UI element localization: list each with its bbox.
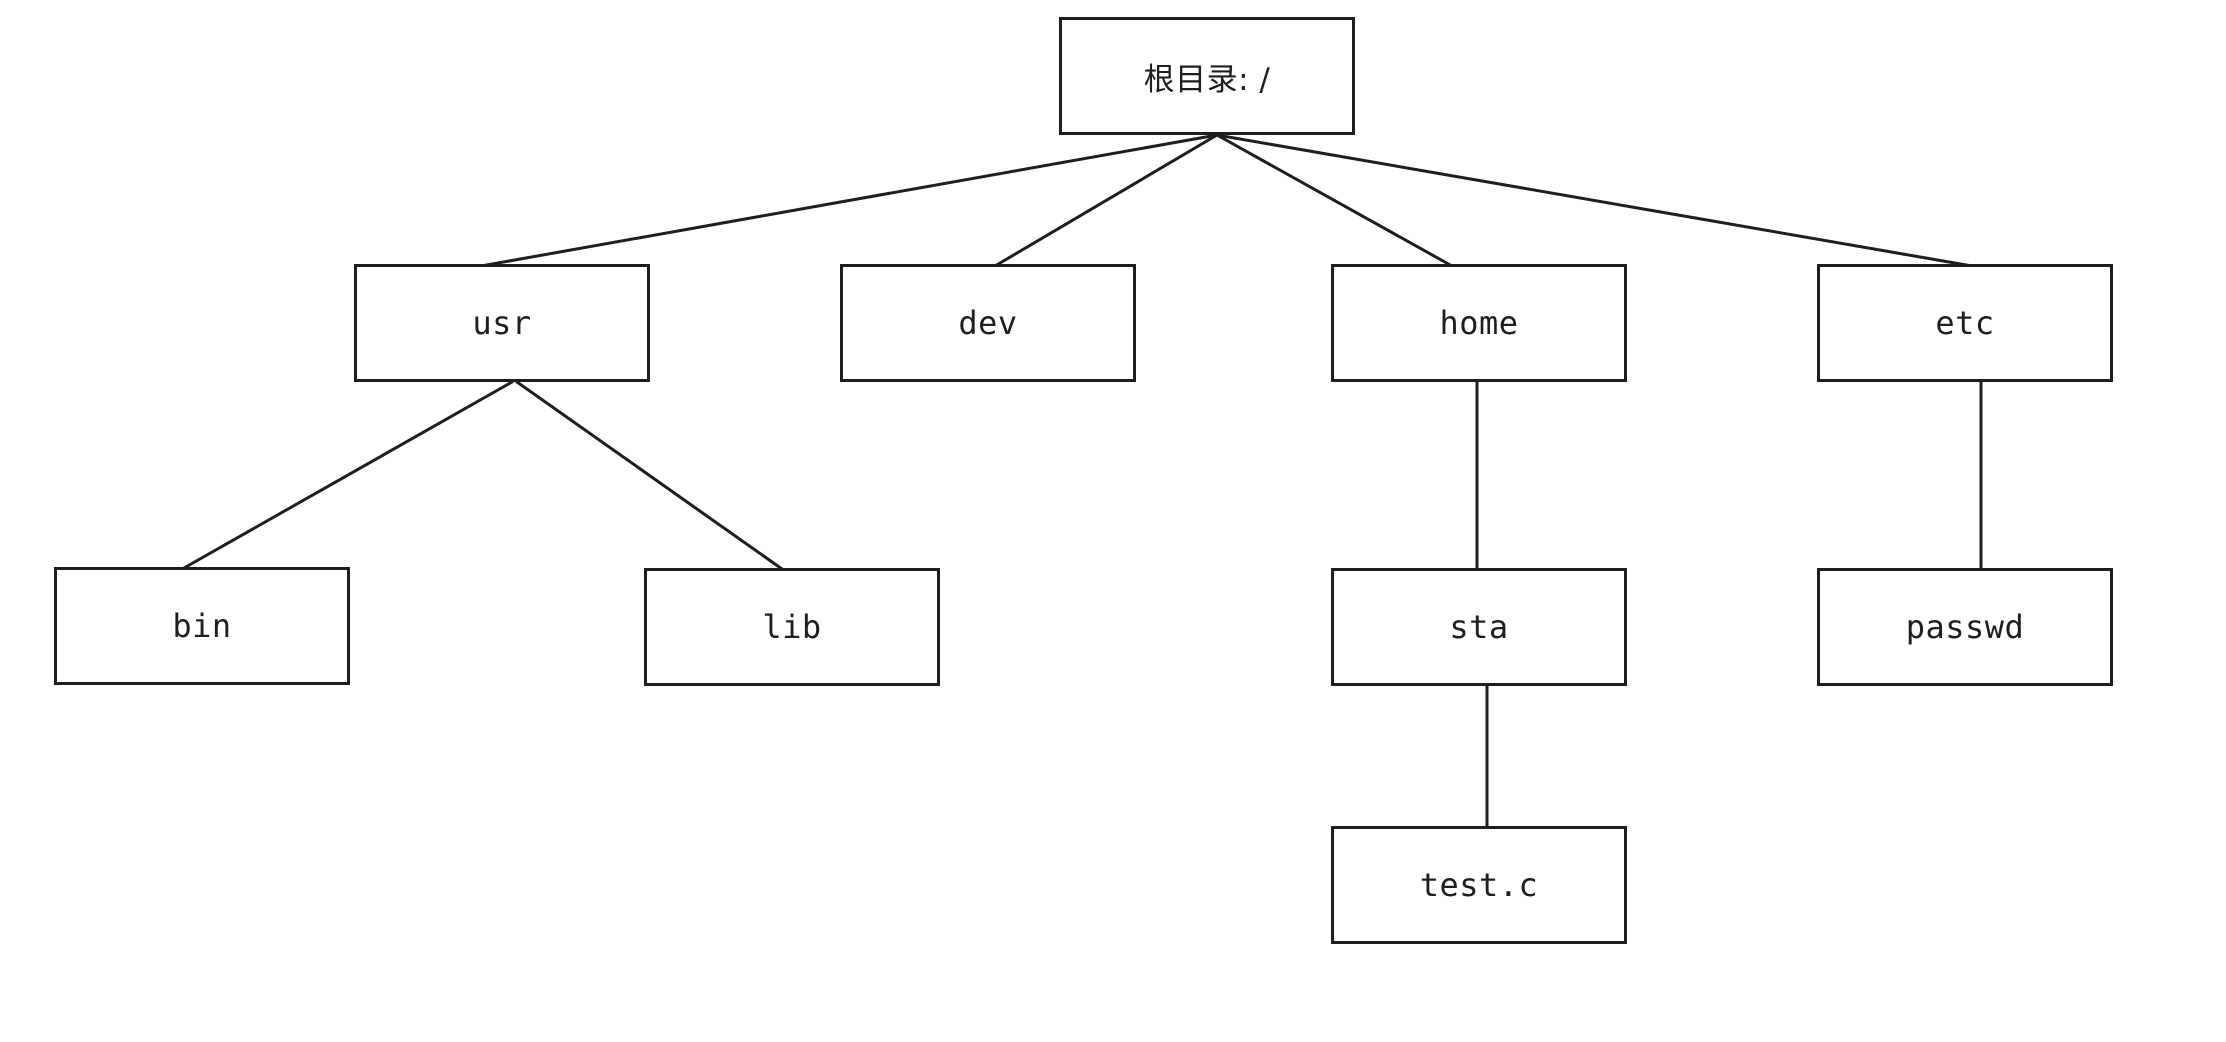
node-usr[interactable]: usr xyxy=(354,264,650,382)
node-dev[interactable]: dev xyxy=(840,264,1136,382)
node-label: bin xyxy=(172,607,232,645)
node-home[interactable]: home xyxy=(1331,264,1627,382)
node-etc[interactable]: etc xyxy=(1817,264,2113,382)
edge-root-usr xyxy=(479,133,1219,268)
edge-root-etc xyxy=(1215,133,1974,268)
edge-usr-lib xyxy=(515,380,784,571)
node-label: 根目录: / xyxy=(1143,61,1271,98)
edge-usr-bin xyxy=(182,380,514,570)
node-label: home xyxy=(1439,304,1519,342)
node-label: usr xyxy=(472,304,532,342)
edge-root-home xyxy=(1215,133,1454,268)
node-bin[interactable]: bin xyxy=(54,567,350,685)
node-root-directory[interactable]: 根目录: / xyxy=(1059,17,1355,135)
node-label: lib xyxy=(762,608,822,646)
node-lib[interactable]: lib xyxy=(644,568,940,686)
edge-root-dev xyxy=(993,133,1219,268)
node-label: etc xyxy=(1935,304,1995,342)
node-label: dev xyxy=(958,304,1018,342)
node-label: sta xyxy=(1449,608,1509,646)
node-label: test.c xyxy=(1419,866,1539,904)
node-test-c[interactable]: test.c xyxy=(1331,826,1627,944)
node-label: passwd xyxy=(1905,608,2025,646)
node-sta[interactable]: sta xyxy=(1331,568,1627,686)
node-passwd[interactable]: passwd xyxy=(1817,568,2113,686)
